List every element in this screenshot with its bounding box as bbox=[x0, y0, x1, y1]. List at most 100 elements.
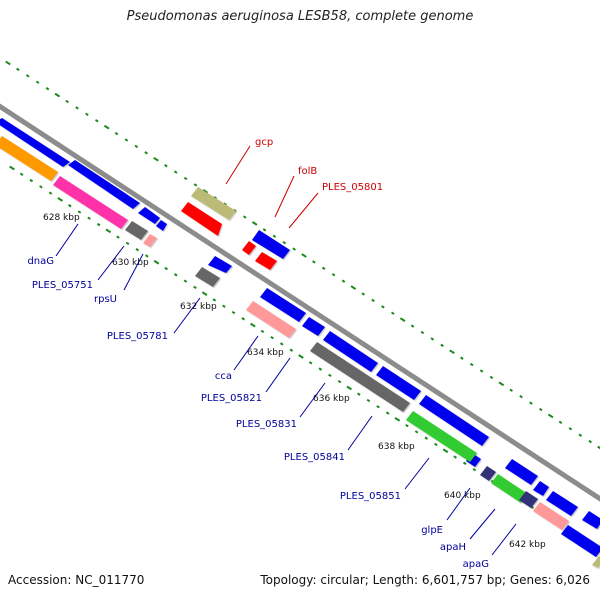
gene-label-apaH[interactable]: apaH bbox=[440, 542, 466, 553]
label-leader bbox=[404, 457, 430, 490]
tick-mark bbox=[298, 354, 304, 359]
tick-mark bbox=[460, 356, 464, 360]
gene-arrow-forward[interactable] bbox=[533, 481, 549, 496]
gene-orange[interactable] bbox=[0, 136, 58, 181]
tick-mark bbox=[558, 420, 563, 424]
tick-mark bbox=[578, 433, 583, 437]
gene-arrow-forward[interactable] bbox=[582, 511, 600, 529]
gene-label-PLES_05801[interactable]: PLES_05801 bbox=[322, 182, 383, 193]
tick-mark bbox=[262, 228, 267, 232]
gene-arrow-forward[interactable] bbox=[323, 331, 378, 372]
gene-dnaG[interactable] bbox=[53, 176, 128, 229]
tick-mark bbox=[414, 430, 419, 434]
reverse-strand-genes bbox=[0, 136, 600, 568]
gene-label-PLES_05751[interactable]: PLES_05751 bbox=[32, 280, 93, 291]
gene-label-PLES_05821[interactable]: PLES_05821 bbox=[201, 393, 262, 404]
gene-arrow-forward[interactable] bbox=[419, 395, 489, 446]
scale-labels: 628 kbp 630 kbp 632 kbp 634 kbp 636 kbp … bbox=[43, 213, 546, 550]
gene-label-cca[interactable]: cca bbox=[215, 371, 232, 382]
tick-mark bbox=[164, 164, 168, 168]
gene-PLES_05801b[interactable] bbox=[255, 252, 277, 270]
gene-glpE[interactable] bbox=[480, 466, 496, 481]
gene-arrow-reverse[interactable] bbox=[561, 525, 600, 557]
tick-mark bbox=[289, 348, 294, 352]
gene-arrow-forward[interactable] bbox=[376, 366, 421, 400]
gene-cca[interactable] bbox=[246, 301, 296, 338]
gene-gcp[interactable] bbox=[191, 187, 236, 220]
gene-arrow-forward[interactable] bbox=[302, 317, 325, 336]
tick-mark bbox=[96, 222, 101, 227]
gene-label-PLES_05851[interactable]: PLES_05851 bbox=[340, 491, 401, 502]
gene-arrow-forward[interactable] bbox=[252, 230, 290, 259]
label-leader bbox=[347, 415, 373, 451]
gene-arrow-forward[interactable] bbox=[0, 118, 70, 167]
tick-mark bbox=[547, 413, 554, 419]
gene-apaG[interactable] bbox=[519, 491, 538, 508]
gene-label-gcp[interactable]: gcp bbox=[255, 137, 273, 148]
tick-mark bbox=[279, 342, 284, 346]
gene-arrow-forward[interactable] bbox=[546, 491, 578, 516]
tick-mark bbox=[134, 144, 139, 149]
tick-mark bbox=[105, 228, 112, 234]
tick-mark bbox=[366, 398, 371, 403]
tick-mark bbox=[270, 335, 274, 340]
gene-label-dnaG[interactable]: dnaG bbox=[27, 256, 54, 267]
gene-label-rpsU[interactable]: rpsU bbox=[94, 294, 117, 305]
tick-mark bbox=[489, 375, 494, 380]
tick-mark bbox=[231, 310, 236, 315]
tick-mark bbox=[341, 279, 346, 283]
tick-mark bbox=[346, 385, 352, 391]
tick-mark bbox=[135, 248, 140, 252]
tick-mark bbox=[472, 467, 477, 472]
tick-mark bbox=[337, 379, 342, 384]
gene-label-PLES_05841[interactable]: PLES_05841 bbox=[284, 452, 345, 463]
tick-mark bbox=[5, 60, 11, 66]
tick-mark bbox=[144, 151, 148, 155]
tick-mark bbox=[434, 442, 438, 447]
tick-mark bbox=[87, 216, 91, 220]
gene-label-PLES_05781[interactable]: PLES_05781 bbox=[107, 331, 168, 342]
forward-gene-labels: gcp folB PLES_05801 bbox=[225, 137, 383, 229]
gene-arrow-forward[interactable] bbox=[208, 256, 232, 273]
tick-mark bbox=[114, 131, 119, 136]
gene-PLES_05751[interactable] bbox=[125, 221, 148, 240]
gene-PLES_05801[interactable] bbox=[242, 241, 256, 255]
gene-olive-edge[interactable] bbox=[592, 556, 600, 568]
gene-label-folB[interactable]: folB bbox=[298, 166, 317, 177]
tick-mark bbox=[77, 210, 82, 214]
tick-mark bbox=[241, 317, 246, 321]
gene-PLES_05851[interactable] bbox=[406, 411, 477, 462]
tick-mark bbox=[350, 285, 357, 290]
gene-arrow-forward[interactable] bbox=[68, 160, 140, 209]
gene-arrow-forward[interactable] bbox=[260, 288, 306, 322]
tick-mark bbox=[308, 361, 313, 365]
tick-mark bbox=[103, 124, 110, 130]
gene-label-PLES_05831[interactable]: PLES_05831 bbox=[236, 419, 297, 430]
tick-mark bbox=[251, 221, 258, 226]
gene-pink-reverse[interactable] bbox=[533, 502, 569, 530]
tick-mark bbox=[442, 448, 449, 454]
genome-backbone bbox=[0, 103, 600, 502]
gene-label-glpE[interactable]: glpE bbox=[421, 525, 443, 536]
tick-mark bbox=[462, 461, 467, 465]
gene-rpsU[interactable] bbox=[143, 234, 157, 247]
gene-arrow-forward[interactable] bbox=[138, 207, 160, 224]
tick-mark bbox=[498, 381, 505, 387]
tick-mark bbox=[222, 304, 226, 308]
tick-mark bbox=[94, 119, 99, 123]
tick-mark bbox=[424, 436, 429, 440]
label-leader bbox=[225, 145, 251, 185]
gene-arrow-forward[interactable] bbox=[505, 459, 538, 485]
gene-label-apaG[interactable]: apaG bbox=[463, 559, 489, 570]
gene-apaH[interactable] bbox=[491, 474, 528, 503]
gene-PLES_05831[interactable] bbox=[310, 342, 410, 412]
gene-arrow-forward[interactable] bbox=[156, 220, 167, 231]
gene-PLES_05781[interactable] bbox=[195, 267, 220, 287]
tick-mark bbox=[588, 439, 592, 444]
tick-mark bbox=[381, 305, 385, 309]
label-leader bbox=[55, 223, 79, 257]
gene-folB[interactable] bbox=[181, 202, 222, 236]
accession-text: Accession: NC_011770 bbox=[8, 573, 145, 587]
tick-mark bbox=[328, 373, 332, 378]
